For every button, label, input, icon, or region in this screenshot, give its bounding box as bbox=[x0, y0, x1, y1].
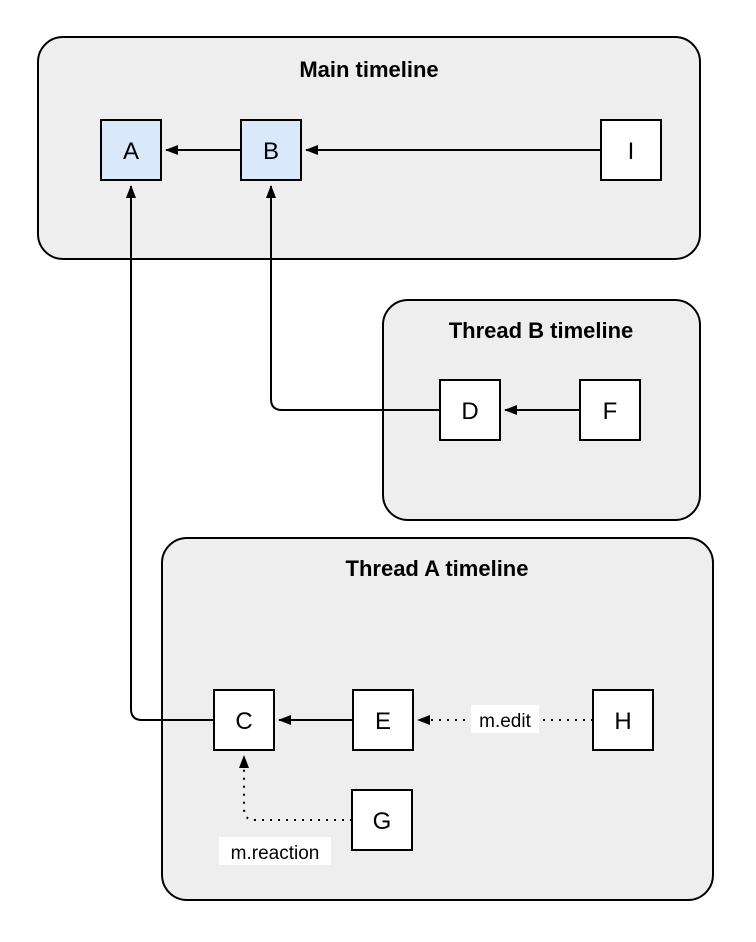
node-G-label: G bbox=[373, 808, 392, 835]
node-C: C bbox=[213, 689, 275, 751]
edge-label-bg-m-reaction bbox=[219, 837, 331, 865]
node-E-box bbox=[352, 689, 414, 751]
node-I-label: I bbox=[628, 138, 635, 165]
node-D-box bbox=[439, 379, 501, 441]
node-E-label: E bbox=[375, 708, 391, 735]
node-D: D bbox=[439, 379, 501, 441]
edge-G-to-C bbox=[239, 755, 352, 821]
edge-C-to-A bbox=[126, 185, 214, 721]
edge-label-bg-m-edit bbox=[471, 705, 539, 733]
main-timeline-container bbox=[37, 36, 701, 260]
node-G: G bbox=[351, 789, 413, 851]
node-C-box bbox=[213, 689, 275, 751]
thread-b-timeline-title: Thread B timeline bbox=[449, 318, 634, 343]
node-D-label: D bbox=[461, 398, 478, 425]
node-A: A bbox=[100, 119, 162, 181]
node-F-box bbox=[579, 379, 641, 441]
node-F: F bbox=[579, 379, 641, 441]
main-timeline-title: Main timeline bbox=[299, 57, 438, 82]
node-B: B bbox=[240, 119, 302, 181]
thread-a-timeline-title: Thread A timeline bbox=[346, 556, 529, 581]
node-B-box bbox=[240, 119, 302, 181]
node-G-box bbox=[351, 789, 413, 851]
node-C-label: C bbox=[235, 708, 252, 735]
node-H-box bbox=[592, 689, 654, 751]
node-I: I bbox=[600, 119, 662, 181]
node-H: H bbox=[592, 689, 654, 751]
node-A-box bbox=[100, 119, 162, 181]
node-E: E bbox=[352, 689, 414, 751]
edge-label-m-reaction: m.reaction bbox=[231, 843, 320, 864]
node-A-label: A bbox=[123, 138, 139, 165]
edge-D-to-B bbox=[266, 185, 440, 411]
node-H-label: H bbox=[614, 708, 631, 735]
node-B-label: B bbox=[263, 138, 279, 165]
node-F-label: F bbox=[603, 398, 618, 425]
node-I-box bbox=[600, 119, 662, 181]
edge-label-m-edit: m.edit bbox=[479, 711, 531, 732]
